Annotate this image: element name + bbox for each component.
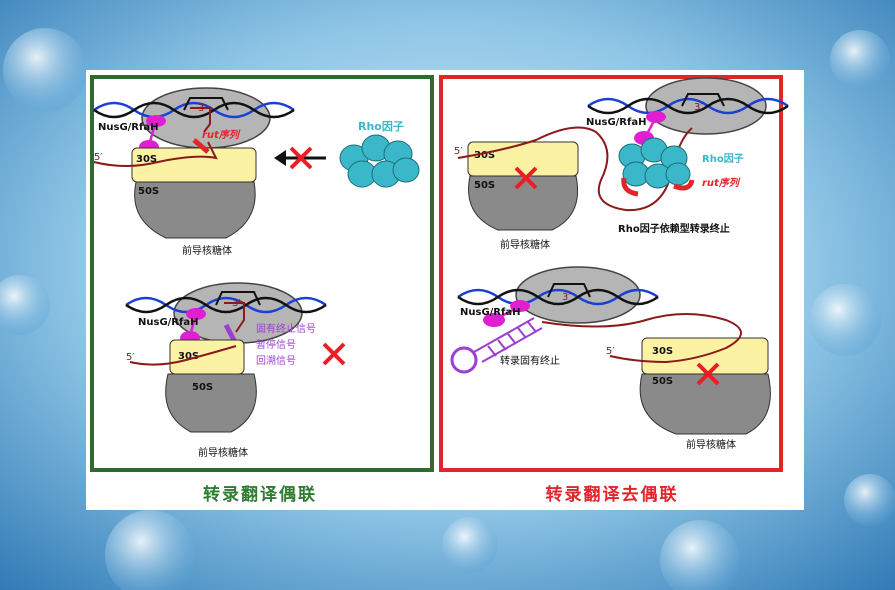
- dna-strand-blue: [125, 296, 327, 314]
- label-50s: 50S: [474, 180, 495, 191]
- dna-strand-black: [457, 288, 659, 306]
- uncoupled-panel: [439, 75, 783, 472]
- label-50s: 50S: [192, 382, 213, 393]
- dna-strand-blue: [457, 288, 659, 306]
- three-prime-label: 3′: [562, 292, 571, 303]
- diagram-canvas: 3′ NusG/RfaH 30S 50S 5′ rut序列 前导核糖体: [93, 77, 789, 459]
- three-prime-label: 3′: [694, 102, 703, 113]
- cross-icon: [514, 166, 538, 190]
- nusg-label: NusG/RfaH: [98, 122, 158, 133]
- nusg-label: NusG/RfaH: [586, 117, 646, 128]
- label-30s: 30S: [178, 351, 199, 362]
- dna-strand-blue: [587, 97, 789, 115]
- label-50s: 50S: [652, 376, 673, 387]
- dna-strand-black: [125, 296, 327, 314]
- ribosome-label: 前导核糖体: [182, 244, 232, 257]
- cross-icon: [322, 342, 346, 366]
- terminator-hairpin: [450, 317, 543, 374]
- termination-label: Rho因子依赖型转录终止: [618, 222, 730, 235]
- coupled-bottom-scene: 3′ NusG/RfaH 30S 50S 5′ 固有终止信号 暂停信号 回溯信号…: [125, 282, 346, 459]
- slide: 3′ NusG/RfaH 30S 50S 5′ rut序列 前导核糖体: [86, 70, 804, 510]
- nusg-label: NusG/RfaH: [138, 317, 198, 328]
- hairpin-label: 转录固有终止: [500, 354, 560, 367]
- label-30s: 30S: [136, 154, 157, 165]
- block-arrow-head: [274, 150, 286, 166]
- ribosome-label: 前导核糖体: [500, 238, 550, 251]
- five-prime-label: 5′: [126, 352, 135, 363]
- label-30s: 30S: [474, 150, 495, 161]
- transcription-bubble: [215, 291, 261, 306]
- cross-icon: [289, 146, 313, 170]
- label-30s: 30S: [652, 346, 673, 357]
- ribosome-50s: [639, 373, 771, 435]
- uncoupled-bottom-scene: 3′ NusG/RfaH 转录固有终止 30S 50S: [450, 266, 771, 451]
- transcription-bubble: [547, 283, 591, 298]
- dna-strand-black: [93, 101, 295, 119]
- coupled-panel: [90, 75, 434, 472]
- rho-label: Rho因子: [358, 120, 404, 133]
- rnap-ellipse: [515, 266, 641, 324]
- rut-site-right: [673, 179, 695, 191]
- uncoupled-top-scene: 3′ NusG/RfaH 30S 50S 5′: [454, 77, 789, 251]
- nascent-rna: [190, 107, 211, 133]
- five-prime-label: 5′: [606, 346, 615, 357]
- ribosome-50s: [134, 181, 256, 239]
- nascent-rna: [224, 302, 245, 333]
- transcription-bubble: [183, 97, 229, 111]
- five-prime-label: 5′: [454, 146, 463, 157]
- uncoupled-caption: 转录翻译去偶联: [545, 485, 679, 505]
- dna-strand-blue: [93, 101, 295, 119]
- ribosome-50s: [165, 373, 257, 433]
- signal-label-2: 暂停信号: [256, 338, 296, 351]
- rho-hexamer: [618, 137, 691, 189]
- rut-site-left: [621, 177, 639, 197]
- coupled-caption: 转录翻译偶联: [203, 485, 317, 505]
- three-prime-label: 3′: [198, 103, 207, 114]
- ribosome-label: 前导核糖体: [198, 446, 248, 459]
- five-prime-label: 5′: [94, 152, 103, 163]
- mrna: [541, 313, 742, 364]
- signal-label-3: 回溯信号: [256, 354, 296, 367]
- ribosome-label: 前导核糖体: [686, 438, 736, 451]
- cross-icon: [696, 362, 720, 386]
- rut-label: rut序列: [702, 177, 741, 189]
- three-prime-label: 3′: [232, 298, 241, 309]
- dna-strand-black: [587, 97, 789, 115]
- label-50s: 50S: [138, 186, 159, 197]
- rho-hexamer: [339, 134, 420, 188]
- nusg-label: NusG/RfaH: [460, 307, 520, 318]
- rut-label: rut序列: [202, 129, 241, 141]
- mrna: [93, 141, 218, 167]
- transcription-bubble: [681, 93, 725, 107]
- nusg-bottom: [483, 313, 505, 327]
- coupled-top-scene: 3′ NusG/RfaH 30S 50S 5′ rut序列 前导核糖体: [93, 87, 420, 257]
- rho-label: Rho因子: [702, 153, 744, 165]
- ribosome-50s: [468, 175, 579, 231]
- rut-site: [192, 138, 210, 154]
- mrna: [129, 345, 237, 366]
- signal-label-1: 固有终止信号: [256, 322, 316, 335]
